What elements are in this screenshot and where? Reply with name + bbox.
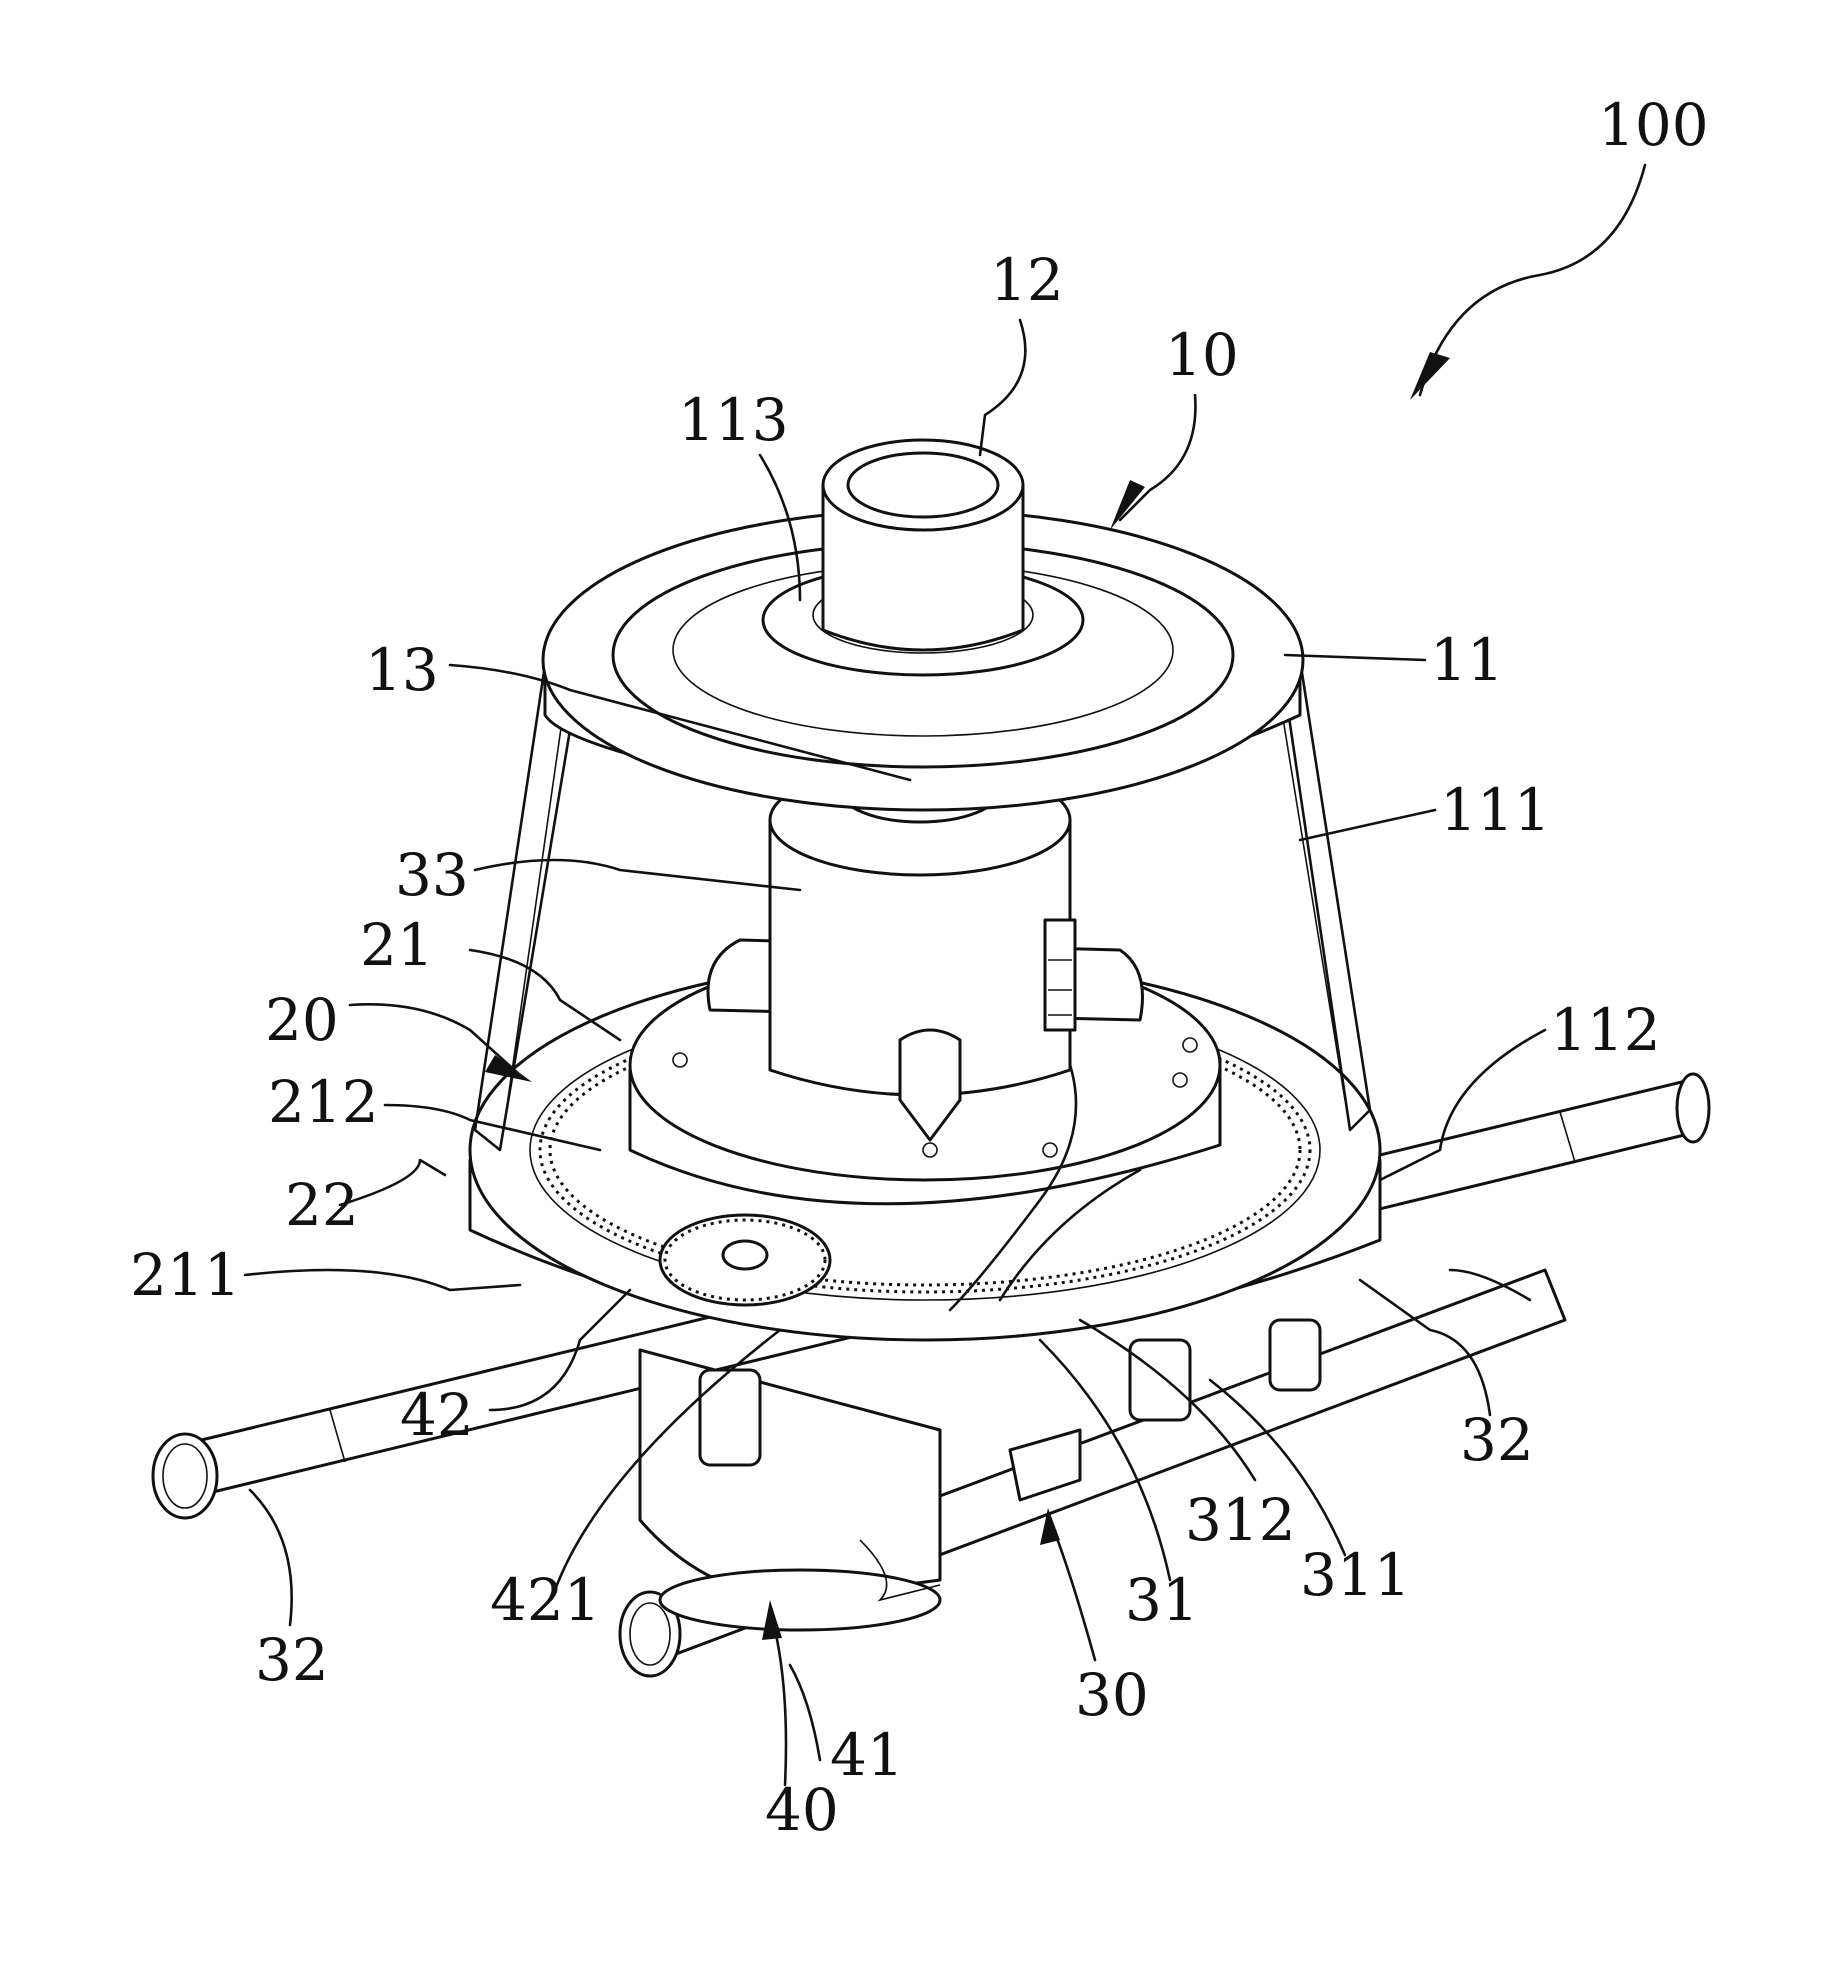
label-100: 100 [1598,91,1709,159]
label-113: 113 [678,386,789,454]
label-32-right: 32 [1460,1406,1534,1474]
label-311: 311 [1300,1541,1411,1609]
label-30: 30 [1075,1661,1149,1729]
label-112: 112 [1550,996,1661,1064]
label-212: 212 [268,1068,379,1136]
label-13: 13 [365,636,439,704]
gear-42 [660,1215,830,1305]
label-33: 33 [395,841,469,909]
motor-housing-40 [640,1320,1320,1630]
label-31: 31 [1125,1566,1199,1634]
label-21: 21 [360,911,434,979]
label-40: 40 [765,1776,839,1844]
label-11: 11 [1430,626,1504,694]
label-32-left: 32 [255,1626,329,1694]
label-421: 421 [490,1566,601,1634]
label-41: 41 [830,1721,904,1789]
label-12: 12 [990,246,1064,314]
label-10: 10 [1165,321,1239,389]
label-20: 20 [265,986,339,1054]
label-42: 42 [400,1381,474,1449]
knob-12 [823,440,1023,650]
label-312: 312 [1185,1486,1296,1554]
label-111: 111 [1440,776,1551,844]
label-211: 211 [130,1241,241,1309]
label-22: 22 [285,1171,359,1239]
